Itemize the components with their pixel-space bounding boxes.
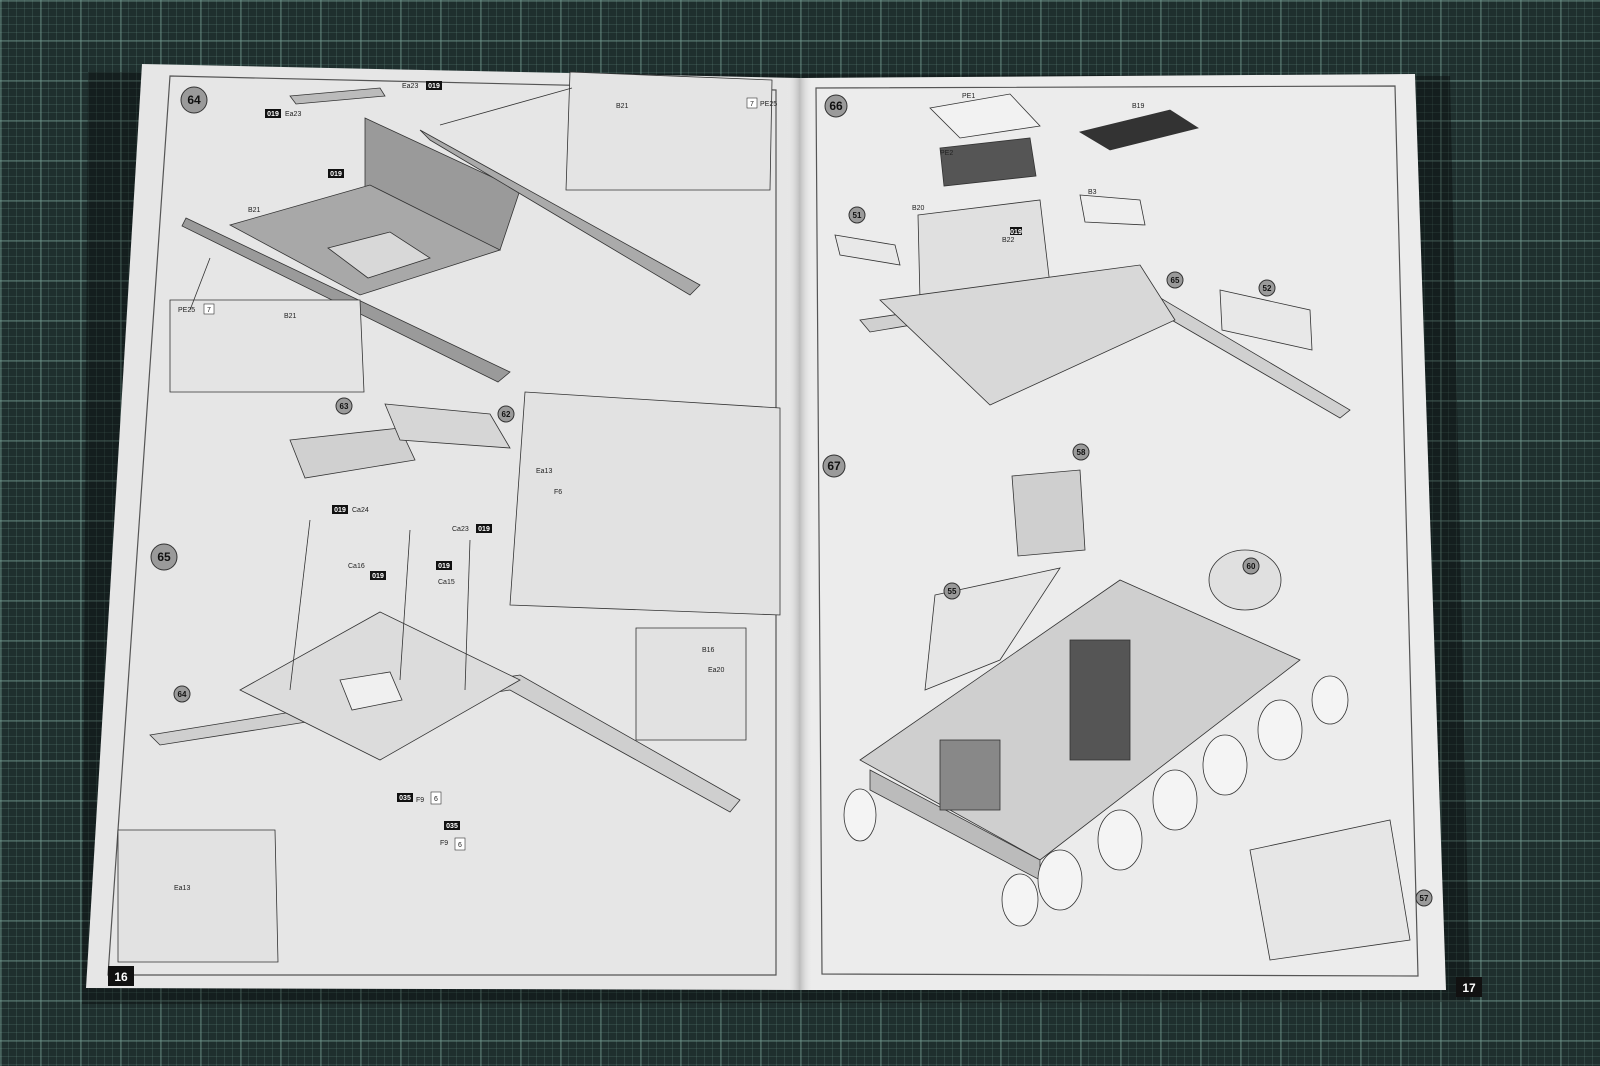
icon-label: 7	[750, 101, 754, 108]
part-label: F9	[416, 797, 424, 804]
icon-boxes-64	[203, 97, 758, 315]
code-badge: 019	[267, 111, 279, 118]
icon-label: 6	[434, 796, 438, 803]
part-label: Ea13	[174, 885, 190, 892]
page-number-left: 16	[114, 970, 128, 984]
left-page	[86, 64, 800, 990]
part-label: B22	[1002, 237, 1015, 244]
right-page-frame	[815, 85, 1419, 977]
part-label: PE1	[962, 93, 975, 100]
icon-label: 6	[458, 842, 462, 849]
step-64-number: 64	[187, 93, 201, 107]
part-label: PE25	[760, 101, 777, 108]
subassembly-60: 60	[1247, 562, 1256, 571]
part-label: Ea13	[536, 468, 552, 475]
page-number-right: 17	[1462, 981, 1476, 995]
part-label: B21	[248, 207, 261, 214]
part-label: B21	[284, 313, 297, 320]
part-label: F6	[554, 489, 562, 496]
subassembly-58: 58	[1077, 448, 1086, 457]
code-badge: 019	[428, 83, 440, 90]
icon-boxes-65	[430, 791, 466, 851]
code-badge: 019	[478, 526, 490, 533]
subassembly-65: 65	[1171, 276, 1180, 285]
part-label: B21	[616, 103, 629, 110]
step-64	[169, 71, 773, 393]
part-label: B3	[1088, 189, 1097, 196]
part-label: Ca23	[452, 526, 469, 533]
part-label: Ea23	[402, 83, 418, 90]
code-badge: 019	[334, 507, 346, 514]
part-label: Ea23	[285, 111, 301, 118]
subassembly-55: 55	[948, 587, 957, 596]
code-badge: 019	[372, 573, 384, 580]
part-label: PE2	[940, 150, 953, 157]
step-markers	[150, 86, 1433, 907]
part-label: Ca16	[348, 563, 365, 570]
page-number-tab-right	[1456, 977, 1482, 997]
code-badge: 019	[438, 563, 450, 570]
part-label: Ca15	[438, 579, 455, 586]
part-label: Ea20	[708, 667, 724, 674]
step-66-number: 66	[829, 99, 843, 113]
part-label: PE25	[178, 307, 195, 314]
subassembly-64: 64	[178, 690, 187, 699]
step-67	[843, 469, 1411, 961]
icon-label: 7	[207, 307, 211, 314]
part-label: B16	[702, 647, 715, 654]
step-65-number: 65	[157, 550, 171, 564]
subassembly-51: 51	[853, 211, 862, 220]
part-label: Ca24	[352, 507, 369, 514]
step-65	[117, 391, 781, 963]
step-67-number: 67	[827, 459, 841, 473]
code-badge-bg	[1010, 227, 1022, 235]
subassembly-52: 52	[1263, 284, 1272, 293]
code-badge: 035	[399, 795, 411, 802]
step-66	[834, 93, 1351, 419]
code-badge: 035	[446, 823, 458, 830]
part-label: B19	[1132, 103, 1145, 110]
code-badge: 019	[1010, 229, 1022, 236]
code-badges-65	[332, 505, 492, 830]
code-badge: 019	[330, 171, 342, 178]
subassembly-57: 57	[1420, 894, 1429, 903]
subassembly-62: 62	[502, 410, 511, 419]
part-label: B20	[912, 205, 925, 212]
subassembly-63: 63	[340, 402, 349, 411]
page-number-tab-left	[108, 966, 134, 986]
code-badges-64	[265, 81, 442, 178]
part-label: F9	[440, 840, 448, 847]
spine-shadow	[786, 78, 814, 990]
